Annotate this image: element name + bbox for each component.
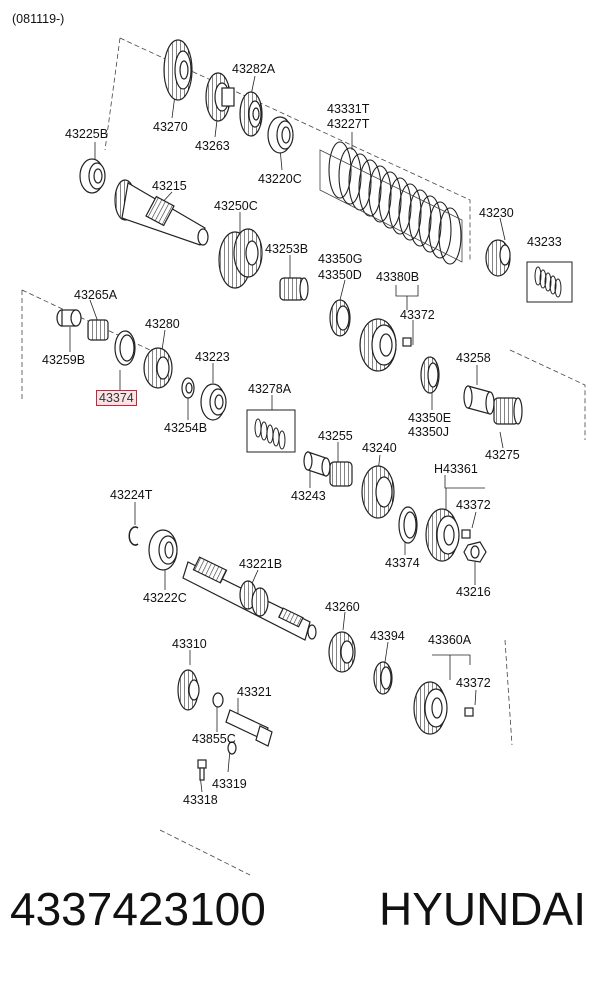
bearing-43220C (267, 116, 294, 154)
bearing-43255 (329, 461, 353, 487)
label-43372-bottom[interactable]: 43372 (456, 676, 491, 690)
bearing-43222C (148, 529, 178, 571)
label-43282A[interactable]: 43282A (232, 62, 276, 76)
label-43240[interactable]: 43240 (362, 441, 397, 455)
bearing-43223 (200, 383, 227, 421)
label-43215[interactable]: 43215 (152, 179, 187, 193)
label-43350G[interactable]: 43350G (318, 252, 363, 266)
label-43280[interactable]: 43280 (145, 317, 180, 331)
bearing-43225B (79, 158, 106, 194)
group-frames (21, 37, 586, 876)
label-43278A[interactable]: 43278A (248, 382, 292, 396)
label-43255[interactable]: 43255 (318, 429, 353, 443)
label-43225B[interactable]: 43225B (65, 127, 109, 141)
label-43372-top[interactable]: 43372 (400, 308, 435, 322)
ring-43374-lower (398, 506, 418, 544)
ring-43374 (114, 330, 136, 366)
label-43350J[interactable]: 43350J (408, 425, 450, 439)
label-43350E[interactable]: 43350E (408, 411, 452, 425)
washer-43319 (227, 741, 237, 755)
washer-43254B (181, 377, 195, 399)
label-43260[interactable]: 43260 (325, 600, 360, 614)
shaft-43215 (114, 179, 209, 246)
label-43318[interactable]: 43318 (183, 793, 218, 807)
hub-43380B (359, 318, 412, 372)
label-43223[interactable]: 43223 (195, 350, 230, 364)
ring-43350G (329, 299, 351, 337)
label-43374-lower[interactable]: 43374 (385, 556, 420, 570)
label-43254B[interactable]: 43254B (164, 421, 208, 435)
nut-43216 (463, 541, 487, 563)
oring-43855C (212, 692, 224, 708)
label-43258[interactable]: 43258 (456, 351, 491, 365)
label-43216[interactable]: 43216 (456, 585, 491, 599)
pin-43321 (225, 709, 273, 747)
label-43243[interactable]: 43243 (291, 489, 326, 503)
sleeve-43259B (56, 309, 82, 327)
hub-43360A (413, 681, 474, 735)
springs-43331T (319, 141, 463, 265)
label-43227T[interactable]: 43227T (327, 117, 370, 131)
gear-43270 (163, 39, 193, 101)
label-43221B[interactable]: 43221B (239, 557, 283, 571)
clip-43224T (128, 526, 139, 546)
hub-H43361 (425, 508, 471, 562)
label-43319[interactable]: 43319 (212, 777, 247, 791)
gear-43250C (218, 228, 263, 289)
gear-43282A (239, 91, 263, 137)
label-43222C[interactable]: 43222C (143, 591, 187, 605)
gear-43310 (177, 669, 200, 711)
label-43265A[interactable]: 43265A (74, 288, 118, 302)
gear-43263 (205, 72, 235, 122)
label-43380B[interactable]: 43380B (376, 270, 420, 284)
gear-43230 (485, 239, 511, 277)
label-43321[interactable]: 43321 (237, 685, 272, 699)
label-43224T[interactable]: 43224T (110, 488, 153, 502)
ring-43394 (373, 661, 393, 695)
ring-43350E (420, 356, 440, 394)
label-43331T[interactable]: 43331T (327, 102, 370, 116)
date-code: (081119-) (12, 12, 65, 26)
label-43253B[interactable]: 43253B (265, 242, 309, 256)
label-43372-mid[interactable]: 43372 (456, 498, 491, 512)
label-43360A[interactable]: 43360A (428, 633, 472, 647)
spring-43233 (526, 261, 573, 303)
label-43263[interactable]: 43263 (195, 139, 230, 153)
label-43394[interactable]: 43394 (370, 629, 405, 643)
bearing-43253B (279, 277, 309, 301)
bearing-43265A (87, 319, 109, 341)
label-H43361[interactable]: H43361 (434, 462, 478, 476)
exploded-parts-diagram (21, 37, 586, 876)
label-43275[interactable]: 43275 (485, 448, 520, 462)
label-43374-highlighted[interactable]: 43374 (96, 390, 137, 406)
bearing-43275 (493, 397, 523, 425)
label-43310[interactable]: 43310 (172, 637, 207, 651)
sleeve-43243 (303, 451, 331, 477)
label-43270[interactable]: 43270 (153, 120, 188, 134)
label-43855C[interactable]: 43855C (192, 732, 236, 746)
label-43350D[interactable]: 43350D (318, 268, 362, 282)
label-43230[interactable]: 43230 (479, 206, 514, 220)
gear-43260 (328, 631, 356, 673)
shaft-43221B (182, 556, 317, 641)
gear-43240 (361, 465, 395, 519)
part-number: 4337423100 (10, 883, 266, 935)
gear-43280 (143, 347, 173, 389)
label-43220C[interactable]: 43220C (258, 172, 302, 186)
brand-name: HYUNDAI (378, 883, 586, 935)
label-43250C[interactable]: 43250C (214, 199, 258, 213)
sleeve-43258 (463, 385, 495, 415)
bolt-43318 (197, 759, 207, 781)
label-43233[interactable]: 43233 (527, 235, 562, 249)
label-43259B[interactable]: 43259B (42, 353, 86, 367)
spring-43278A (246, 409, 296, 453)
